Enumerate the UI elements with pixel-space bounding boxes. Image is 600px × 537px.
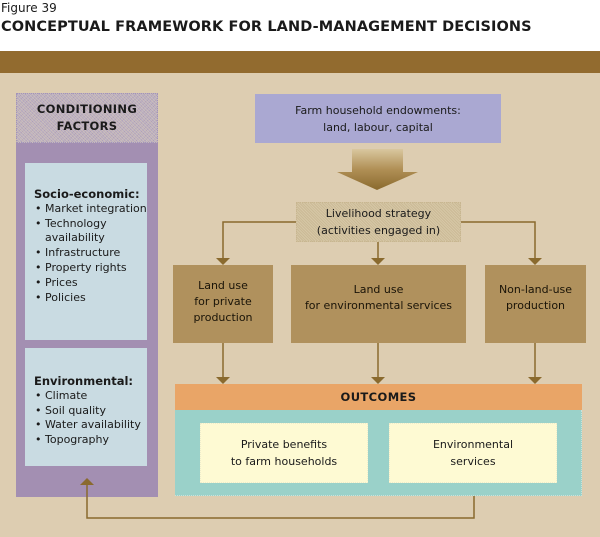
livelihood-branch-lines bbox=[86, 221, 536, 519]
outcomes-header: OUTCOMES bbox=[175, 384, 582, 410]
outcome-text: Environmental bbox=[432, 438, 514, 451]
activity-text: Non-land-use bbox=[498, 283, 573, 296]
arrowhead-icon bbox=[528, 258, 542, 265]
conditioning-title-line1: CONDITIONING bbox=[36, 102, 138, 116]
figure-title: CONCEPTUAL FRAMEWORK FOR LAND-MANAGEMENT… bbox=[1, 19, 532, 35]
private-benefits-box: Private benefits to farm households bbox=[200, 423, 368, 483]
endowments-line1: Farm household endowments: bbox=[295, 103, 461, 117]
activity-text: for environmental services bbox=[304, 299, 453, 312]
arrowhead-icon bbox=[371, 258, 385, 265]
environmental-title: Environmental: bbox=[34, 374, 134, 388]
environmental-services-box: Environmental services bbox=[389, 423, 557, 483]
down-arrow-icon bbox=[337, 149, 418, 190]
connector-to-private bbox=[222, 221, 296, 258]
connector-to-nonland bbox=[461, 221, 536, 258]
livelihood-line1: Livelihood strategy bbox=[325, 207, 432, 220]
arrowhead-icon bbox=[216, 258, 230, 265]
land-use-environmental-services-box: Land use for environmental services bbox=[291, 265, 466, 343]
outcome-text: Private benefits bbox=[240, 438, 328, 451]
activity-text: production bbox=[193, 311, 253, 324]
socio-economic-factors-box: Socio-economic: Market integration Techn… bbox=[25, 163, 147, 340]
arrowhead-icon bbox=[528, 377, 542, 384]
factor-item: Technology availability bbox=[35, 217, 147, 247]
factor-item: Infrastructure bbox=[35, 246, 147, 261]
livelihood-line2: (activities engaged in) bbox=[316, 224, 441, 237]
farm-household-endowments-box: Farm household endowments: land, labour,… bbox=[255, 94, 501, 143]
factor-item: Water availability bbox=[35, 418, 147, 433]
outcome-text: to farm households bbox=[230, 455, 338, 468]
factor-item: Policies bbox=[35, 291, 147, 306]
factor-item: Prices bbox=[35, 276, 147, 291]
header-band bbox=[0, 51, 600, 73]
land-use-private-production-box: Land use for private production bbox=[173, 265, 273, 343]
livelihood-strategy-box: Livelihood strategy (activities engaged … bbox=[296, 202, 461, 242]
activity-text: for private bbox=[194, 295, 252, 308]
endowments-line2: land, labour, capital bbox=[323, 120, 433, 134]
conditioning-title-line2: FACTORS bbox=[56, 119, 118, 133]
non-land-use-production-box: Non-land-use production bbox=[485, 265, 586, 343]
arrowhead-icon bbox=[80, 478, 94, 485]
factor-item: Topography bbox=[35, 433, 147, 448]
activity-text: Land use bbox=[353, 283, 404, 296]
arrowheads bbox=[80, 258, 542, 485]
figure-label: Figure 39 bbox=[1, 1, 57, 15]
factor-item: Climate bbox=[35, 389, 147, 404]
outcome-text: services bbox=[450, 455, 496, 468]
environmental-factors-box: Environmental: Climate Soil quality Wate… bbox=[25, 348, 147, 466]
factor-item: Market integration bbox=[35, 202, 147, 217]
feedback-loop-line bbox=[86, 483, 475, 519]
arrowhead-icon bbox=[371, 377, 385, 384]
activity-text: Land use bbox=[198, 279, 248, 292]
environmental-list: Climate Soil quality Water availability … bbox=[35, 389, 147, 448]
factor-item: Property rights bbox=[35, 261, 147, 276]
activity-text: production bbox=[505, 299, 566, 312]
arrowhead-icon bbox=[216, 377, 230, 384]
conditioning-factors-header: CONDITIONING FACTORS bbox=[16, 93, 158, 143]
socio-economic-list: Market integration Technology availabili… bbox=[35, 202, 147, 306]
socio-economic-title: Socio-economic: bbox=[34, 187, 140, 201]
factor-item: Soil quality bbox=[35, 404, 147, 419]
